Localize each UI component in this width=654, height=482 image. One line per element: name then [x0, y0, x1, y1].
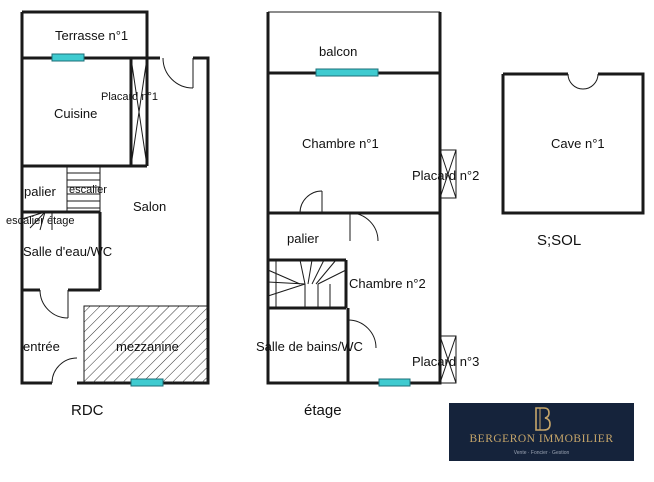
- rdc-section-label: RDC: [71, 402, 104, 419]
- palier-etage-label: palier: [287, 231, 319, 246]
- cuisine-label: Cuisine: [54, 106, 97, 121]
- door-arc: [162, 57, 194, 89]
- logo-name: BERGERON IMMOBILIER: [469, 433, 614, 445]
- salle-bains-label: Salle de bains/WC: [256, 339, 363, 354]
- ssol-plan: Cave n°1 S;SOL: [501, 72, 645, 249]
- entree-label: entrée: [23, 339, 60, 354]
- logo-tagline: Vente · Foncier · Gestion: [513, 450, 570, 456]
- chambre1-label: Chambre n°1: [302, 136, 379, 151]
- escalier-etage-label: escalier étage: [6, 215, 75, 227]
- terrasse-label: Terrasse n°1: [55, 28, 128, 43]
- window: [51, 53, 85, 62]
- etage-section-label: étage: [304, 402, 342, 419]
- placard2-label: Placard n°2: [412, 168, 479, 183]
- window: [130, 378, 164, 387]
- mezzanine-label: mezzanine: [116, 339, 179, 354]
- chambre2-label: Chambre n°2: [349, 276, 426, 291]
- company-logo: BERGERON IMMOBILIER Vente · Foncier · Ge…: [449, 403, 634, 461]
- salle-eau-label: Salle d'eau/WC: [23, 244, 112, 259]
- terrasse-walls: [22, 10, 149, 58]
- window: [378, 378, 411, 387]
- cave1-label: Cave n°1: [551, 136, 605, 151]
- rdc-plan: Terrasse n°1 Cuisine Placard n°1 palier …: [6, 10, 210, 419]
- window: [315, 68, 379, 77]
- placard3-label: Placard n°3: [412, 354, 479, 369]
- stairs-etage: [267, 258, 348, 310]
- placard1-label: Placard n°1: [101, 91, 158, 103]
- etage-plan: balcon Chambre n°1 Placard n°2 palier Ch…: [256, 11, 479, 419]
- escalier-label: escalier: [69, 184, 107, 196]
- balcon-label: balcon: [319, 44, 357, 59]
- ssol-section-label: S;SOL: [537, 232, 581, 249]
- palier-rdc-label: palier: [24, 184, 56, 199]
- salon-label: Salon: [133, 199, 166, 214]
- logo-monogram-icon: [535, 407, 551, 431]
- mezzanine-area: [83, 305, 209, 384]
